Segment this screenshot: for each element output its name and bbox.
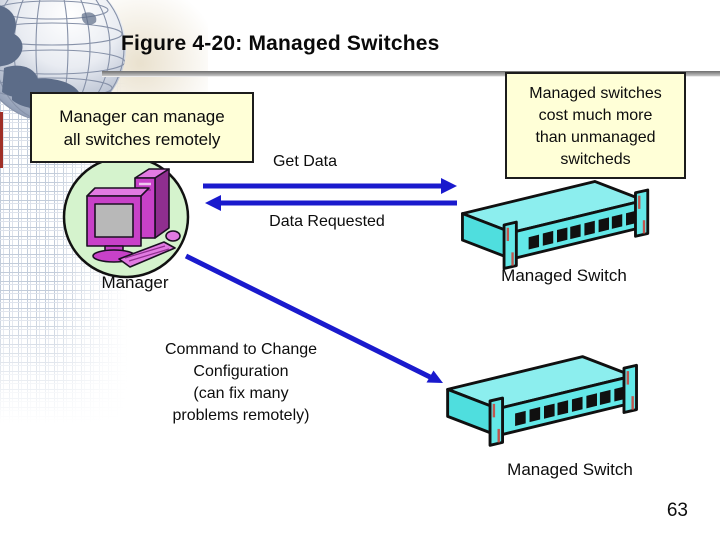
managed-switch-label-bottom: Managed Switch bbox=[507, 460, 633, 479]
command-line: (can fix many bbox=[193, 385, 289, 402]
callout-line: cost much more bbox=[538, 107, 653, 124]
callout-line: switcheds bbox=[560, 151, 631, 168]
page-number: 63 bbox=[666, 500, 688, 521]
data-requested-label: Data Requested bbox=[269, 213, 385, 230]
command-note: Command to Change Configuration (can fix… bbox=[128, 339, 354, 427]
network-switch-icon bbox=[461, 180, 650, 270]
callout-line: Manager can manage bbox=[59, 107, 225, 126]
manager-label: Manager bbox=[101, 273, 169, 292]
switch-ports bbox=[528, 210, 637, 250]
data-requested-arrow bbox=[205, 195, 457, 211]
slide-title: Figure 4-20: Managed Switches bbox=[121, 32, 440, 55]
callout-line: Managed switches bbox=[529, 85, 662, 102]
network-switch-icon bbox=[446, 355, 638, 447]
managed-switch-label-top: Managed Switch bbox=[501, 266, 627, 285]
callout-manager-note: Manager can manage all switches remotely bbox=[30, 92, 254, 163]
left-edge-accent bbox=[0, 112, 3, 168]
command-line: Command to Change bbox=[164, 341, 318, 358]
get-data-arrow bbox=[203, 178, 457, 194]
callout-cost-note: Managed switches cost much more than unm… bbox=[505, 72, 686, 179]
callout-line: than unmanaged bbox=[535, 129, 656, 146]
get-data-label: Get Data bbox=[272, 153, 338, 170]
title-divider bbox=[102, 71, 720, 77]
manager-computer-icon bbox=[62, 155, 190, 279]
command-line: problems remotely) bbox=[172, 407, 310, 424]
command-line: Configuration bbox=[193, 363, 289, 380]
switch-brackets bbox=[506, 195, 646, 266]
callout-line: all switches remotely bbox=[63, 130, 221, 149]
